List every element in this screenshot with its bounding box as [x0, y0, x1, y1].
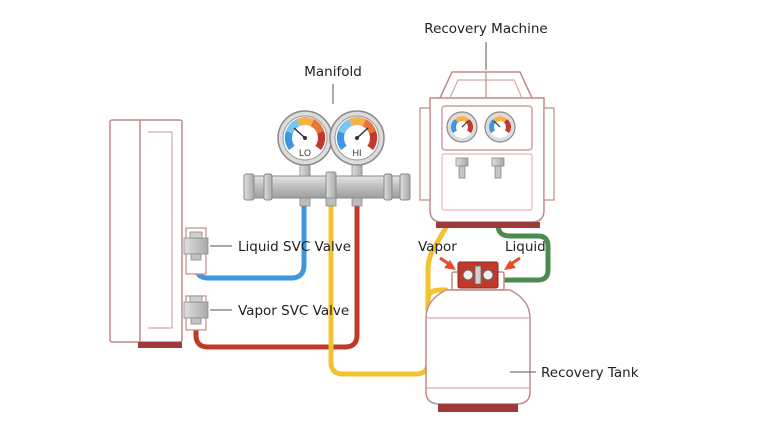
hi-gauge-label: HI	[353, 148, 362, 158]
hi-hose	[193, 197, 360, 350]
machine-vapor-gauge-icon	[446, 111, 478, 143]
vapor-svc-valve-icon	[183, 295, 209, 331]
manifold	[243, 159, 411, 207]
liquid-arrow-icon	[504, 256, 521, 270]
hi-gauge-icon	[329, 110, 385, 166]
liquid-svc-valve-label: Liquid SVC Valve	[238, 239, 351, 255]
recovery-machine-label: Recovery Machine	[424, 21, 547, 37]
tank-valve-icon	[457, 261, 499, 289]
manifold-label: Manifold	[304, 64, 362, 80]
recovery-machine	[419, 71, 555, 228]
liquid-svc-valve-icon	[183, 227, 209, 275]
machine-ports	[455, 157, 505, 179]
outdoor-unit	[109, 119, 183, 348]
lo-gauge-icon	[277, 110, 333, 166]
machine-liquid-gauge-icon	[484, 111, 516, 143]
vapor-hose	[328, 197, 449, 377]
recovery-tank-label: Recovery Tank	[541, 365, 639, 381]
vapor-svc-valve-label: Vapor SVC Valve	[238, 303, 349, 319]
vapor-arrow-icon	[439, 256, 456, 270]
recovery-tank	[425, 271, 531, 412]
liquid-label: Liquid	[505, 239, 546, 255]
vapor-label: Vapor	[418, 239, 457, 255]
liquid-hose	[491, 175, 551, 283]
lo-gauge-label: LO	[299, 148, 311, 158]
